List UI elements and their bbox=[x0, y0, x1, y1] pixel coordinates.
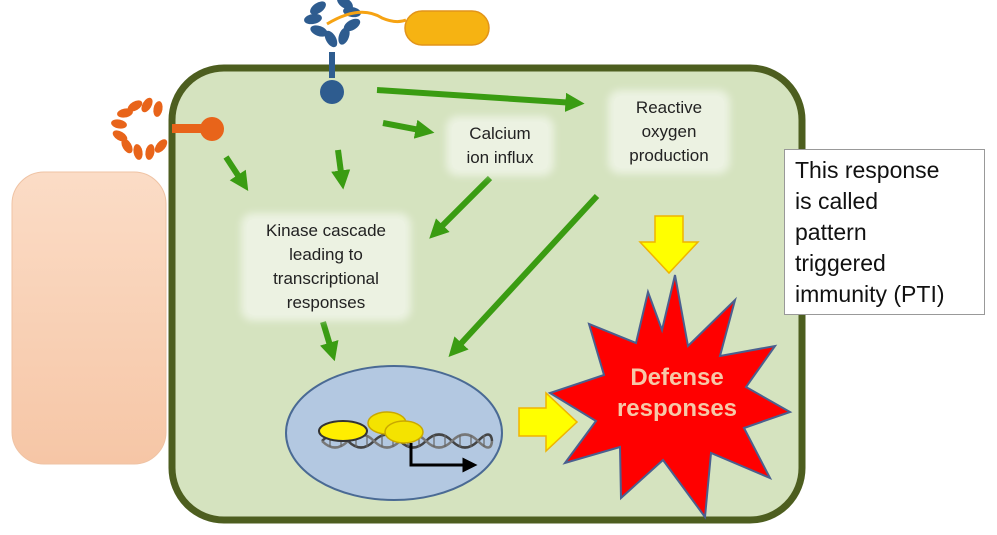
neighbor-cell bbox=[11, 171, 167, 465]
defense-label: Defense responses bbox=[616, 364, 738, 422]
arrow-calcium-to-kinase bbox=[429, 175, 493, 239]
transcription-start-arrow bbox=[409, 443, 478, 473]
ros-label: Reactive oxygen production bbox=[614, 96, 724, 168]
transcription-factor bbox=[384, 420, 424, 444]
kinase-label: Kinase cascade leading to transcriptiona… bbox=[247, 219, 405, 315]
defense-starburst bbox=[547, 274, 793, 520]
arrow-blue-to-kinase bbox=[331, 149, 351, 190]
nucleus bbox=[285, 365, 503, 501]
arrow-to-calcium bbox=[382, 119, 435, 139]
calcium-label: Calcium ion influx bbox=[452, 122, 548, 170]
pathogen-ligand bbox=[326, 10, 490, 46]
arrow-to-ros bbox=[376, 87, 585, 112]
arrow-ros-to-nucleus bbox=[448, 193, 600, 358]
transcription-factor bbox=[318, 420, 368, 442]
block-arrow-right bbox=[518, 391, 579, 453]
arrow-kinase-to-nucleus bbox=[320, 321, 339, 362]
signal-arrows bbox=[223, 87, 600, 362]
arrow-orange-to-kinase bbox=[223, 155, 249, 192]
pti-note: This response is called pattern triggere… bbox=[784, 149, 985, 315]
orange-receptor bbox=[111, 97, 224, 160]
blue-receptor bbox=[304, 0, 361, 104]
block-arrow-down bbox=[638, 215, 700, 275]
